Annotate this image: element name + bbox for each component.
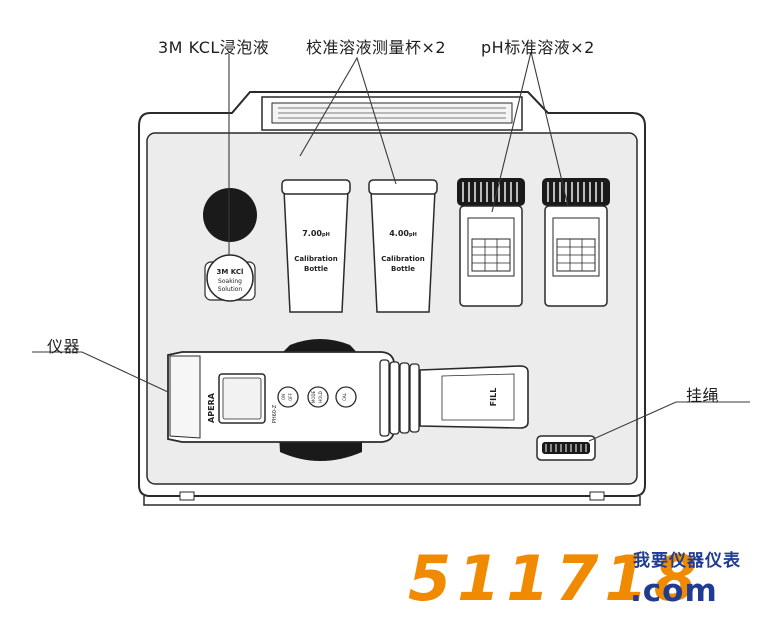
leader-lanyard: [588, 401, 750, 442]
kcl-bottle-icon: [206, 254, 254, 302]
leader-cups: [299, 56, 397, 185]
label-meter: 仪器: [47, 337, 81, 356]
cup-1-value: 7.00pH: [302, 229, 330, 238]
watermark-cn: 我要仪器仪表: [633, 551, 741, 571]
cup-1-line1: Calibration: [294, 255, 337, 263]
meter-btn2-bottom: HOLD: [318, 391, 323, 402]
cup-1-line2: Bottle: [304, 265, 328, 273]
cup-2-line1: Calibration: [381, 255, 424, 263]
meter-btn2-top: MODE: [311, 390, 316, 403]
kcl-bottle-line1: 3M KCl: [217, 268, 244, 276]
cal-cup-2-icon: [370, 189, 436, 313]
label-ph-solution: pH标准溶液×2: [481, 38, 595, 57]
kcl-cap-icon: [203, 188, 257, 242]
label-cups: 校准溶液测量杯×2: [306, 38, 447, 57]
kcl-bottle-line2: Soaking: [218, 278, 242, 285]
meter-btn3-top: CAL: [342, 392, 347, 401]
watermark-domain: .com: [630, 573, 718, 609]
cal-cup-1-icon: [283, 189, 349, 313]
cup-2-value: 4.00pH: [389, 229, 417, 238]
meter-btn1-top: ON: [281, 394, 286, 400]
leader-meter: [32, 351, 169, 393]
label-lanyard: 挂绳: [686, 386, 720, 405]
leader-ph: [491, 51, 569, 213]
meter-model: PH60-Z: [272, 404, 278, 423]
case-bottom-lip: [143, 496, 641, 506]
ph-bottle-2-icon: [542, 178, 610, 307]
label-kcl: 3M KCL浸泡液: [158, 38, 270, 57]
meter-btn1-bottom: OFF: [288, 392, 293, 400]
meter-icon: [167, 351, 529, 443]
kcl-bottle-line3: Solution: [218, 286, 243, 293]
ph-bottle-1-icon: [457, 178, 525, 307]
cup-2-line2: Bottle: [391, 265, 415, 273]
lanyard-icon: [536, 435, 596, 461]
meter-brand: APERA: [207, 392, 216, 423]
meter-cap-text: FILL: [489, 388, 498, 407]
watermark-number: 511718: [408, 542, 703, 615]
